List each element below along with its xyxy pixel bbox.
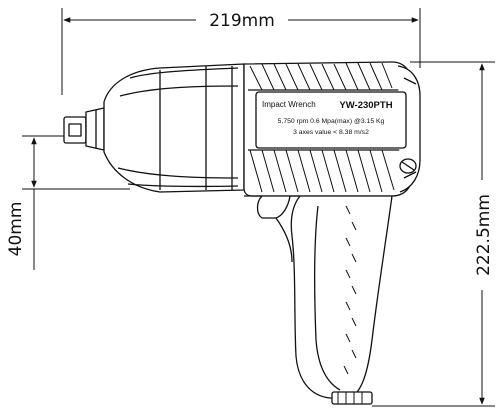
anvil-label: 40mm	[6, 202, 26, 257]
air-inlet	[331, 391, 373, 405]
reverse-knob	[399, 158, 417, 174]
impact-wrench	[63, 61, 421, 405]
handle	[290, 195, 393, 399]
height-dimension: 222.5mm	[372, 61, 495, 407]
nose-collar	[85, 107, 105, 151]
model-text: YW-230PTH	[339, 100, 392, 111]
trigger	[244, 195, 300, 263]
length-label: 219mm	[209, 11, 275, 31]
length-dimension: 219mm	[61, 8, 421, 95]
label-plate	[255, 91, 407, 149]
hammer-case	[103, 63, 245, 193]
square-drive-anvil	[63, 116, 87, 144]
label-plate-text: Impact Wrench YW-230PTH 5,750 rpm 0.6 Mp…	[262, 100, 393, 136]
product-type-text: Impact Wrench	[262, 100, 316, 109]
specs-line1-text: 5,750 rpm 0.6 Mpa(max) @3.15 Kg	[278, 118, 385, 125]
specs-line2-text: 3 axes value < 8.38 m/s2	[293, 129, 369, 136]
height-label: 222.5mm	[474, 194, 494, 276]
